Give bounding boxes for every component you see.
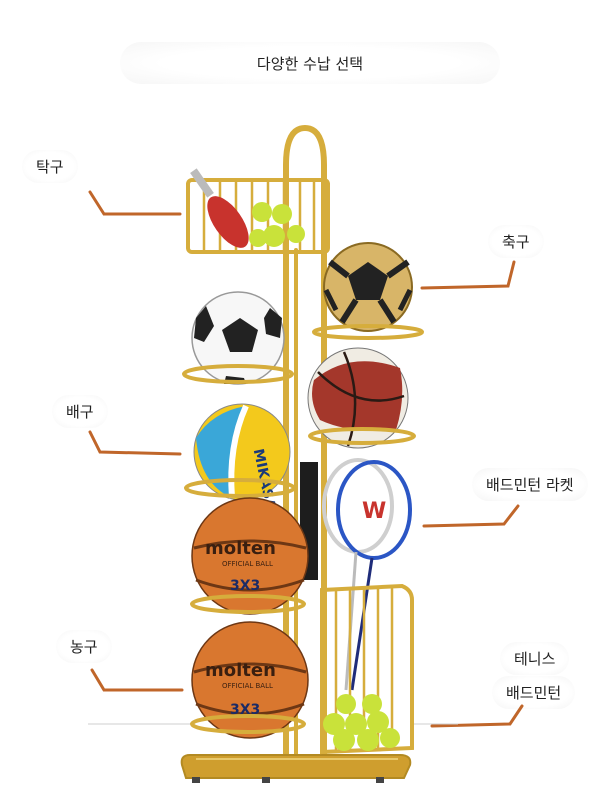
label-soccer: 축구: [488, 225, 544, 258]
basketball-upper-brand: molten: [205, 538, 276, 559]
ring-basketball-upper: [190, 594, 306, 614]
svg-text:W: W: [362, 499, 386, 524]
page-title: 다양한 수납 선택: [120, 42, 500, 84]
top-basket: [186, 168, 330, 254]
basketball-lower-sub: OFFICIAL BALL: [222, 682, 273, 690]
label-tennis: 테니스: [500, 642, 570, 675]
leader-lines: [88, 190, 524, 728]
soccer-ball-right: [323, 242, 413, 332]
label-badminton-racket: 배드민턴 라켓: [472, 468, 588, 501]
basketball-upper: molten OFFICIAL BALL 3X3: [191, 497, 309, 615]
label-volleyball: 배구: [52, 395, 108, 428]
basketball-lower-logo: 3X3: [230, 702, 260, 718]
label-badminton: 배드민턴: [492, 676, 576, 709]
soccer-ball-left: [191, 291, 285, 385]
ring-soccer-left: [182, 364, 294, 384]
label-table-tennis: 탁구: [22, 150, 78, 183]
basketball-upper-sub: OFFICIAL BALL: [222, 560, 273, 568]
badminton-rackets: W: [322, 458, 412, 691]
label-basketball: 농구: [56, 630, 112, 663]
rack-base: [180, 754, 412, 783]
ring-soccer-right: [312, 324, 424, 340]
basketball-upper-logo: 3X3: [230, 578, 260, 594]
ring-basketball-brown: [308, 427, 416, 445]
basketball-brown: [307, 347, 409, 449]
ring-volleyball: [184, 478, 296, 498]
bottom-cage: [320, 583, 414, 755]
ring-basketball-lower: [190, 714, 306, 734]
basketball-lower-brand: molten: [205, 660, 276, 681]
basketball-lower: molten OFFICIAL BALL 3X3: [191, 621, 309, 739]
